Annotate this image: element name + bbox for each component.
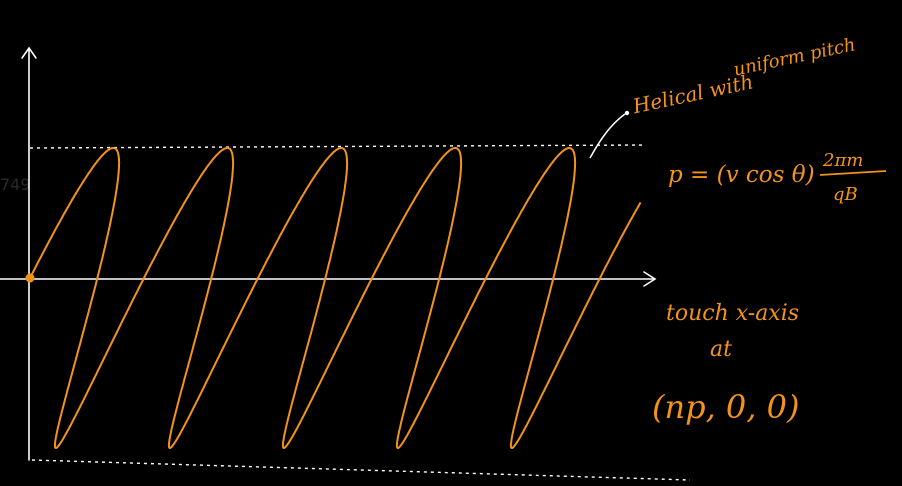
upper-bound-line <box>29 144 646 149</box>
touch-line2: at <box>710 337 732 362</box>
lower-bound-line <box>31 459 691 481</box>
annotation-pointer <box>589 113 626 159</box>
touch-annotation: touch x-axis at (np, 0, 0) <box>652 301 799 426</box>
x-axis-arrowhead <box>643 271 657 287</box>
helix-curve <box>29 147 642 449</box>
fraction-bar <box>819 170 887 176</box>
formula-denominator: qB <box>833 184 858 205</box>
pitch-formula: p = (v cos θ) 2πm qB <box>668 150 887 205</box>
helical-label-line2: uniform pitch <box>732 34 858 80</box>
axes <box>0 46 657 461</box>
formula-lhs: p = (v cos θ) <box>668 162 815 188</box>
y-axis-arrowhead <box>21 46 37 59</box>
helical-annotation: Helical with uniform pitch <box>630 34 858 118</box>
pointer-dot <box>624 110 630 116</box>
formula-numerator: 2πm <box>822 150 863 171</box>
watermark-text: 749 <box>0 175 31 194</box>
origin-dot <box>25 273 35 283</box>
touch-line3: (np, 0, 0) <box>652 388 799 426</box>
touch-line1: touch x-axis <box>666 301 799 326</box>
